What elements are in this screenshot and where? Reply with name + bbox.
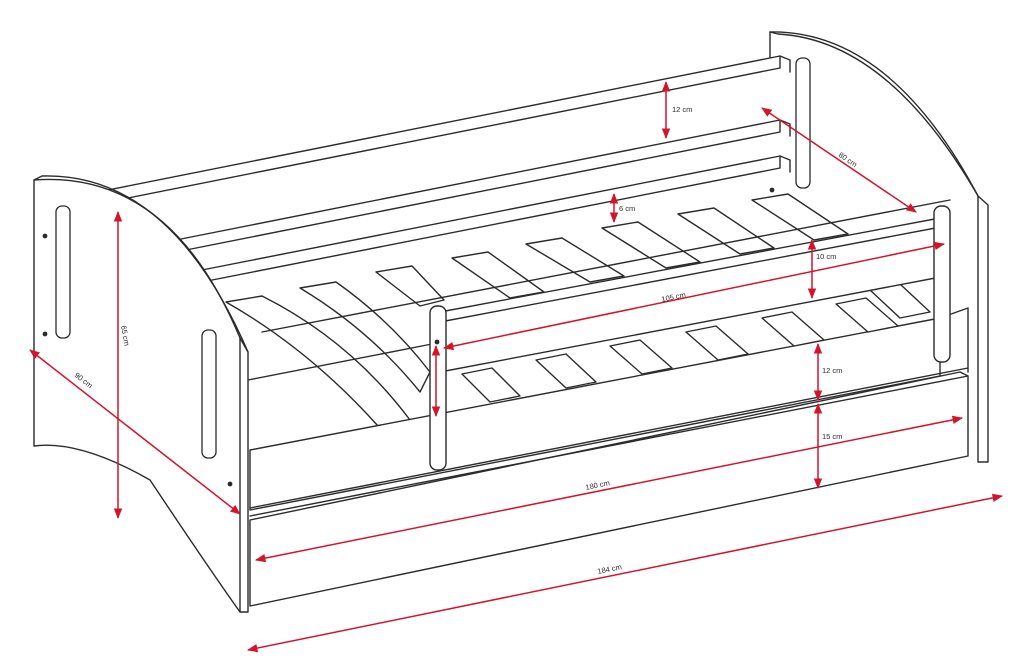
dim-headboard-width <box>761 107 917 213</box>
label-back-rail-height: 12 cm <box>672 105 692 114</box>
left-headboard-screw <box>42 233 48 239</box>
slat <box>225 295 411 427</box>
slat <box>609 339 673 375</box>
guard-screw <box>434 339 440 345</box>
slat <box>761 311 825 347</box>
dimension-lines <box>29 80 1004 653</box>
slat <box>461 367 521 403</box>
slat <box>535 353 597 389</box>
slat <box>525 237 625 283</box>
slat <box>677 207 775 255</box>
right-headboard-screw <box>769 187 775 193</box>
side-frame <box>249 307 969 607</box>
label-back-rail-gap: 6 cm <box>619 204 635 213</box>
left-headboard-slot-inner <box>201 329 217 459</box>
dim-total-length <box>246 493 1004 653</box>
right-headboard-slot <box>795 57 811 189</box>
slat <box>685 325 749 361</box>
guard-post-left <box>429 305 447 471</box>
slat <box>375 265 445 307</box>
slat <box>451 251 545 299</box>
dim-total-width <box>29 349 241 515</box>
slat <box>601 221 701 269</box>
left-headboard-screw <box>227 481 233 487</box>
slat <box>751 193 849 241</box>
label-front-rail-height: 12 cm <box>822 366 842 375</box>
dim-guard-rail-length <box>442 241 946 351</box>
guard-post-right <box>933 205 951 363</box>
left-headboard-slot-outer <box>55 205 71 339</box>
back-rails <box>107 55 791 283</box>
label-drawer-height: 15 cm <box>822 432 842 441</box>
label-guard-rail-height: 10 cm <box>816 252 836 261</box>
label-total-height: 65 cm <box>119 325 131 347</box>
left-headboard-screw <box>42 331 48 337</box>
